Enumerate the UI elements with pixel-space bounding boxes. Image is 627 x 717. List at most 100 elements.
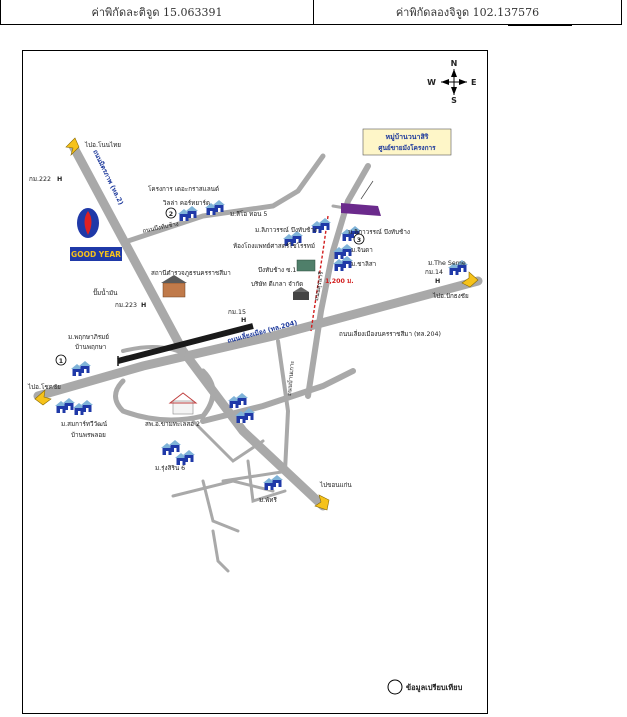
label-villa: วิลล่า คอร์ทยาร์ด	[163, 199, 210, 207]
label-beung-office: ห้องโถงแพทย์ศาสตร์ไชโรรทม์	[233, 242, 315, 250]
km223-label: กม.223	[115, 302, 137, 309]
callout-pointer	[360, 180, 374, 200]
compass-n: N	[451, 59, 458, 68]
coordinates-row: ค่าพิกัดละติจูด 15.063391 ค่าพิกัดลองจิจ…	[0, 0, 622, 26]
arrow-nw	[65, 137, 80, 157]
location-map: หมู่บ้านวนาสิริ ศูนย์ขายมังโครงการ N S W…	[22, 50, 488, 714]
label-lalisa: ม.ลีโอ ทอน 5	[230, 210, 267, 218]
road-interchange-loop	[113, 368, 216, 423]
legend-circle-icon	[387, 679, 403, 695]
map-canvas: หมู่บ้านวนาสิริ ศูนย์ขายมังโครงการ N S W…	[27, 59, 483, 695]
ptt-logo	[77, 208, 99, 238]
underline-decoration	[508, 25, 572, 26]
flyover	[117, 323, 254, 364]
km222-marker: H	[57, 176, 62, 183]
house-icon-phisit	[263, 475, 283, 490]
project-sub: ศูนย์ขายมังโครงการ	[378, 143, 436, 153]
road-ban-ko	[276, 339, 291, 473]
latitude-text: ค่าพิกัดละติจูด 15.063391	[91, 6, 223, 19]
project-name: หมู่บ้านวนาสิริ	[385, 132, 428, 142]
road-local-3	[171, 479, 275, 498]
road-local-2	[201, 479, 240, 533]
label-somkhan: ม.สมการ์ทวีวัฒน์	[61, 420, 108, 428]
label-theme: ม.The Seme	[428, 260, 466, 267]
km14-label: กม.14	[425, 269, 443, 276]
police-roof-icon	[161, 275, 187, 283]
road-network	[33, 141, 483, 573]
road-local-1	[191, 419, 265, 463]
legend: ข้อมูลเปรียบเทียบ	[387, 679, 463, 695]
marker-2-text: 2	[169, 211, 173, 218]
marker-1-circle	[55, 354, 67, 366]
road-suranari	[305, 163, 371, 399]
road-local-6	[246, 459, 287, 503]
label-phisit: ม.พัทรี	[259, 496, 277, 504]
marker-1-text: 1	[59, 358, 63, 365]
distance-dashed-line	[310, 215, 329, 332]
arrow-w	[34, 389, 52, 406]
label-baanthai: ม.ลิภาวรรณ์ บึงทับช้าง	[348, 228, 410, 236]
dir-chok-chai: ไปอ.โชคชัย	[27, 383, 61, 391]
goodyear-text: GOOD YEAR	[71, 250, 121, 259]
label-baanruen: ม.ลิภาวรรณ์ บึงทับช้าง	[255, 226, 317, 234]
label-gas: ปั๊มน้ำมัน	[93, 288, 118, 297]
label-suchada: ม.ชาลิสา	[351, 260, 376, 268]
label-bypass-full: ถนนเลี่ยงเมืองนครราชสีมา (ทล.204)	[339, 329, 441, 338]
legend-text: ข้อมูลเปรียบเทียบ	[406, 683, 463, 693]
km14-marker: H	[435, 278, 440, 285]
school-roof-icon	[168, 392, 198, 404]
label-baan-pruksa: บ้านพฤกษา	[75, 343, 106, 351]
label-jindara: ม.จินดา	[351, 246, 373, 254]
house-icon-local-a	[228, 393, 248, 408]
longitude-text: ค่าพิกัดลองจิจูด 102.137576	[395, 6, 540, 19]
direction-arrows	[34, 137, 479, 511]
marker-3-circle	[353, 233, 365, 245]
longitude-cell: ค่าพิกัดลองจิจูด 102.137576	[314, 0, 622, 25]
label-beung-tha: บึงทับช้าง ซ.1	[258, 266, 296, 274]
building-icons	[161, 259, 316, 415]
road-bypass-sw	[200, 368, 356, 424]
compass-e: E	[471, 78, 476, 87]
label-project-2: โครงการ เดอะกราสแลนด์	[148, 185, 219, 193]
label-ban-ko: ถนนบ้านเกาะ	[286, 360, 296, 396]
marker-2-circle	[165, 207, 177, 219]
label-rungsirin: ม.รุ่งสิริน 6	[155, 464, 185, 472]
company-roof-icon	[293, 287, 309, 292]
compass-rose: N S W E	[427, 59, 476, 105]
label-pruksa: ม.พฤกษาภิรมย์	[68, 333, 109, 341]
house-icon-somkhan-b	[73, 400, 93, 415]
house-icon-pruksa	[71, 361, 91, 376]
road-local-4	[211, 529, 230, 573]
dir-khon-kaen: ไปอ.โนนไทย	[84, 141, 121, 149]
label-beung-tha-chang: ถนนบึงทับช้าง	[142, 220, 179, 234]
numbered-markers: 2 3 1	[55, 207, 365, 366]
arrow-e	[461, 271, 479, 288]
road-bypass-204	[33, 276, 483, 401]
hospital-building-icon	[296, 259, 316, 272]
label-school: สพ.อ.ขามทะเลสอ 2	[145, 421, 200, 428]
dir-khon: ไปขอนแก่น	[319, 481, 352, 489]
road-local-5	[221, 469, 290, 483]
label-baan-phrao: บ้านพรพลอย	[71, 431, 106, 439]
marker-3-text: 3	[357, 237, 361, 244]
company-building-icon	[293, 292, 309, 300]
goodyear-logo: GOOD YEAR	[70, 247, 122, 261]
arrow-se	[314, 494, 330, 511]
km223-marker: H	[141, 302, 146, 309]
compass-w: W	[427, 78, 436, 87]
label-company: บริษัท ดีเกลา จำกัด	[251, 280, 303, 288]
police-station-icon	[162, 282, 186, 298]
road-beung-tha-chang	[125, 153, 326, 244]
project-site-shape	[341, 203, 381, 216]
km222-label: กม.222	[29, 176, 51, 183]
label-police: สถานีตำรวจภูธรนครราชสีมา	[151, 269, 231, 277]
latitude-cell: ค่าพิกัดละติจูด 15.063391	[0, 0, 314, 25]
house-icon-rungsirin-b	[175, 450, 195, 465]
project-callout	[362, 128, 452, 156]
km15-label: กม.15	[228, 309, 246, 316]
distance-label: 1,200 ม.	[325, 278, 354, 285]
house-icon-rungsirin-a	[161, 440, 181, 455]
km15-marker: H	[241, 317, 246, 324]
compass-s: S	[451, 96, 457, 105]
dir-pak-thong-chai: ไปอ.ปักธงชัย	[432, 292, 469, 300]
